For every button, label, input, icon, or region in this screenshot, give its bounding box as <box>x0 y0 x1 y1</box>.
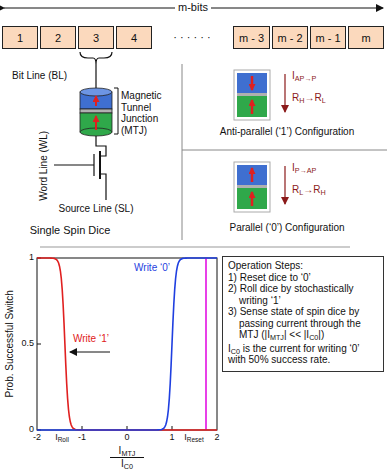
bit-box: m - 1 <box>310 26 346 49</box>
tick-label: IRoll <box>50 432 74 442</box>
bit-index: 3 <box>93 32 99 44</box>
tick-label: 0 <box>117 432 137 442</box>
divider <box>40 247 350 248</box>
bit-index: 1 <box>17 32 23 44</box>
subscript: C0 <box>124 462 133 471</box>
resistance-label: RH→RL <box>292 92 362 104</box>
subscript: MTJ <box>270 333 284 342</box>
pointer-arrow <box>70 352 110 353</box>
notes-text: 2) Roll dice by stochastically writing ‘… <box>228 283 378 306</box>
bit-index: m <box>361 32 370 44</box>
config-label: Parallel (‘0’) Configuration <box>187 222 387 234</box>
tick-label: 2 <box>209 432 225 442</box>
current-label: IP→AP <box>292 162 362 174</box>
tick-label: -1 <box>72 432 92 442</box>
current-arrow <box>284 166 285 204</box>
tick-label: 0.5 <box>10 338 34 348</box>
subscript: C0 <box>309 333 318 342</box>
ellipsis: · · · · · · <box>157 31 227 44</box>
part-label: Bit Line (BL) <box>12 70 86 82</box>
config-label: Anti-parallel (‘1’) Configuration <box>187 126 387 138</box>
span-label: m-bits <box>175 1 211 14</box>
current-label: IAP→P <box>292 70 362 82</box>
access-transistor <box>54 136 106 200</box>
subscript: C0 <box>231 346 240 355</box>
subscript: H <box>320 188 325 197</box>
subscript: L <box>322 96 326 105</box>
bit-index: 2 <box>55 32 61 44</box>
notes-box: Operation Steps:1) Reset dice to ‘0’2) R… <box>222 256 384 372</box>
axis-title: Prob. Successful Switch <box>4 269 16 419</box>
bit-index: 4 <box>131 32 137 44</box>
subscript: H <box>299 96 304 105</box>
reset-marker <box>205 258 207 430</box>
resistance-label: RL→RH <box>292 184 362 196</box>
part-label: Source Line (SL) <box>46 203 146 215</box>
axis-title: IMTJ <box>107 445 147 457</box>
bit-line-wire <box>95 64 96 90</box>
subscript: P→AP <box>295 166 317 175</box>
caption-label: Single Spin Dice <box>15 224 125 237</box>
part-label: Magnetic Tunnel Junction (MTJ) <box>121 90 181 136</box>
notes-text: IC0 is the current for writing ‘0’ with … <box>228 343 378 366</box>
curves <box>37 258 217 430</box>
series-label: Write ‘0’ <box>116 262 170 274</box>
bit-box: 2 <box>40 26 76 49</box>
bit-box: 1 <box>2 26 38 49</box>
subscript: Roll <box>58 436 69 443</box>
part-label: Word Line (WL) <box>38 121 50 211</box>
brace <box>80 52 112 64</box>
divider <box>182 64 183 240</box>
subscript: MTJ <box>121 449 135 458</box>
axis-title: IC0 <box>107 458 147 470</box>
bit-box: 3 <box>78 26 114 49</box>
bit-index: m - 1 <box>315 32 340 44</box>
notes-text: 1) Reset dice to ‘0’ <box>228 272 378 284</box>
bit-box: m - 2 <box>272 26 308 49</box>
tick-label: 1 <box>10 252 34 262</box>
tick-label: IReset <box>180 432 208 442</box>
parallel-stack <box>234 162 270 212</box>
anti-parallel-stack <box>234 70 270 120</box>
tick-label: 1 <box>162 432 182 442</box>
tick-label: 0 <box>10 424 34 434</box>
tick-label: -2 <box>27 432 47 442</box>
notes-heading: Operation Steps: <box>228 260 378 272</box>
notes-text: 3) Sense state of spin dice by passing c… <box>228 306 378 341</box>
probability-curve <box>37 258 217 430</box>
chart-axes <box>37 258 217 458</box>
subscript: L <box>299 188 303 197</box>
divider <box>182 150 387 151</box>
bit-box: 4 <box>116 26 152 49</box>
mtj-bracket <box>114 88 118 134</box>
bit-index: m - 3 <box>239 32 264 44</box>
series-label: Write ‘1’ <box>73 333 123 345</box>
bit-index: m - 2 <box>277 32 302 44</box>
subscript: AP→P <box>295 74 317 83</box>
mtj-symbol <box>80 88 112 136</box>
probability-curve <box>37 258 217 430</box>
current-arrow <box>284 74 285 112</box>
bit-box: m <box>348 26 384 49</box>
bit-box: m - 3 <box>233 26 270 49</box>
subscript: Reset <box>187 436 204 443</box>
